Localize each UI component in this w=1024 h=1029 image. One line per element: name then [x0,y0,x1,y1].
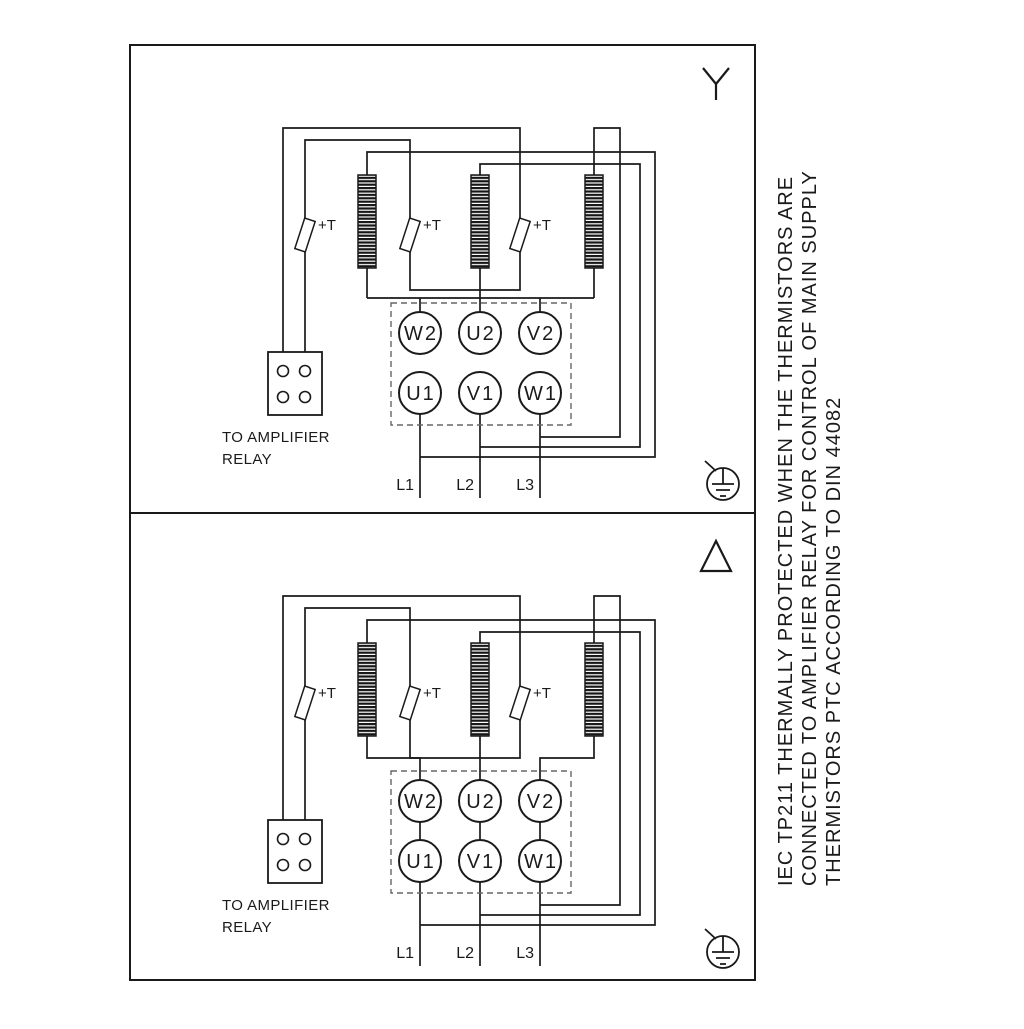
thermistor-symbol [508,685,532,721]
relay-pin [276,364,290,378]
relay-caption-line2: RELAY [222,919,272,936]
panel-star: +T +T +T W2 U2 V2 U1 V1 W1 L1 L2 L3 [129,44,756,514]
thermistor-symbol [398,685,422,721]
wire-winding-tops [366,595,656,926]
wire-relay-loop [282,595,521,820]
relay-connector-box [267,351,323,416]
thermistor-label: +T [533,217,551,234]
relay-pin [276,858,290,872]
thermistor-label: +T [318,685,336,702]
winding-coil-v [470,642,490,737]
winding-coils [357,174,604,269]
delta-connection-icon [699,538,733,573]
terminal-w2 [398,779,442,823]
side-note-line: IEC TP211 THERMALLY PROTECTED WHEN THE T… [775,176,797,886]
wire-delta-bridges [419,822,541,840]
panel-star-border [129,44,756,514]
supply-line-label: L2 [456,477,474,494]
supply-line-label: L2 [456,945,474,962]
terminal-block-outline [390,302,572,426]
terminal-u2 [458,311,502,355]
terminal-v1 [458,371,502,415]
wire-winding-tops [366,127,656,458]
supply-line-label: L1 [396,945,414,962]
supply-line-label: L1 [396,477,414,494]
relay-pin [276,832,290,846]
terminal-w1 [518,839,562,883]
terminal-label: V1 [467,851,495,873]
thermistors: +T +T +T [293,685,551,721]
terminal-w2 [398,311,442,355]
thermistor-symbol [508,217,532,253]
terminal-label: U2 [466,323,496,345]
wire-delta-jogs [366,736,595,780]
relay-connector-box [267,819,323,884]
relay-pin [298,390,312,404]
thermistor-label: +T [423,685,441,702]
terminal-u2 [458,779,502,823]
panel-delta: +T +T +T W2 U2 V2 U1 V1 W1 L1 L2 L3 [129,512,756,981]
wire-relay-loop [282,127,521,352]
terminal-label: W1 [524,851,558,873]
terminal-v1 [458,839,502,883]
relay-caption-line1: TO AMPLIFIER [222,897,330,914]
winding-coil-u [357,174,377,269]
terminal-w1 [518,371,562,415]
terminal-block: W2 U2 V2 U1 V1 W1 [390,302,572,426]
terminal-label: W2 [404,791,438,813]
thermistor-symbol [398,217,422,253]
thermistor-symbol [293,217,317,253]
relay-caption-line2: RELAY [222,451,272,468]
relay-pin [276,390,290,404]
terminal-u1 [398,371,442,415]
wire-star-bridge [366,268,595,312]
thermistor-label: +T [533,685,551,702]
wire-supply-drops [419,882,541,966]
thermistor-symbol [293,685,317,721]
panel-delta-border [129,512,756,981]
winding-coil-w [584,174,604,269]
winding-coil-u [357,642,377,737]
winding-coils [357,642,604,737]
winding-coil-v [470,174,490,269]
supply-line-label: L3 [516,945,534,962]
supply-line-label: L3 [516,477,534,494]
star-connection-icon [702,67,730,100]
relay-connector: TO AMPLIFIER RELAY [222,819,330,936]
relay-pin [298,832,312,846]
terminal-v2 [518,779,562,823]
terminal-label: W1 [524,383,558,405]
relay-connector: TO AMPLIFIER RELAY [222,351,330,468]
thermistor-label: +T [423,217,441,234]
relay-pin [298,858,312,872]
terminal-label: V2 [527,323,555,345]
terminal-label: V2 [527,791,555,813]
side-note-line: THERMISTORS PTC ACCORDING TO DIN 44082 [823,397,845,886]
terminal-block: W2 U2 V2 U1 V1 W1 [390,770,572,894]
thermistors: +T +T +T [293,217,551,253]
relay-caption-line1: TO AMPLIFIER [222,429,330,446]
terminal-u1 [398,839,442,883]
side-note-line: CONNECTED TO AMPLIFIER RELAY FOR CONTROL… [799,170,821,886]
terminal-block-outline [390,770,572,894]
terminal-label: W2 [404,323,438,345]
winding-coil-w [584,642,604,737]
terminal-label: U1 [406,383,436,405]
terminal-label: V1 [467,383,495,405]
ground-icon [704,460,740,501]
thermistor-label: +T [318,217,336,234]
ground-icon [704,928,740,969]
side-note: IEC TP211 THERMALLY PROTECTED WHEN THE T… [775,170,845,886]
terminal-label: U1 [406,851,436,873]
terminal-v2 [518,311,562,355]
terminal-label: U2 [466,791,496,813]
relay-pin [298,364,312,378]
wire-supply-drops [419,414,541,498]
